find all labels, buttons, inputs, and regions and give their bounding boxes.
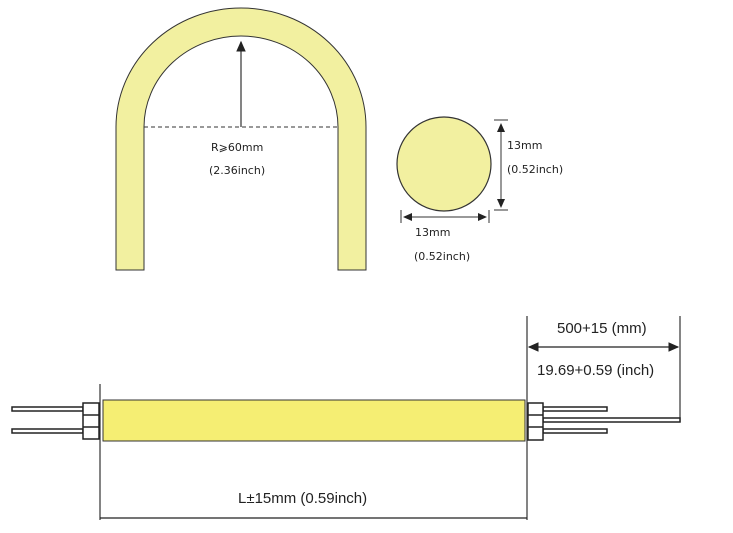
right-wire-top: [542, 406, 608, 412]
bend-radius-mm: R⩾60mm: [211, 141, 264, 154]
right-connector-block: [527, 402, 544, 441]
right-wire-lead: [542, 417, 681, 423]
left-wire-top: [11, 406, 84, 412]
width-mm: 13mm: [415, 226, 451, 239]
lead-length-inch: 19.69+0.59 (inch): [537, 362, 655, 379]
width-inch: (0.52inch): [414, 250, 471, 263]
height-mm: 13mm: [507, 139, 543, 152]
right-wire-bottom: [542, 428, 608, 434]
height-inch: (0.52inch): [507, 163, 564, 176]
right-connector: [527, 402, 681, 441]
left-connector: [11, 402, 100, 440]
led-strip: [102, 399, 526, 442]
bend-profile: [115, 7, 367, 271]
left-wire-bottom: [11, 428, 84, 434]
left-connector-block: [82, 402, 100, 440]
lead-length-mm: 500+15 (mm): [557, 320, 647, 337]
bend-radius-inch: (2.36inch): [209, 164, 266, 177]
strip-length-label: L±15mm (0.59inch): [238, 490, 368, 507]
cross-section-circle: [396, 116, 492, 212]
